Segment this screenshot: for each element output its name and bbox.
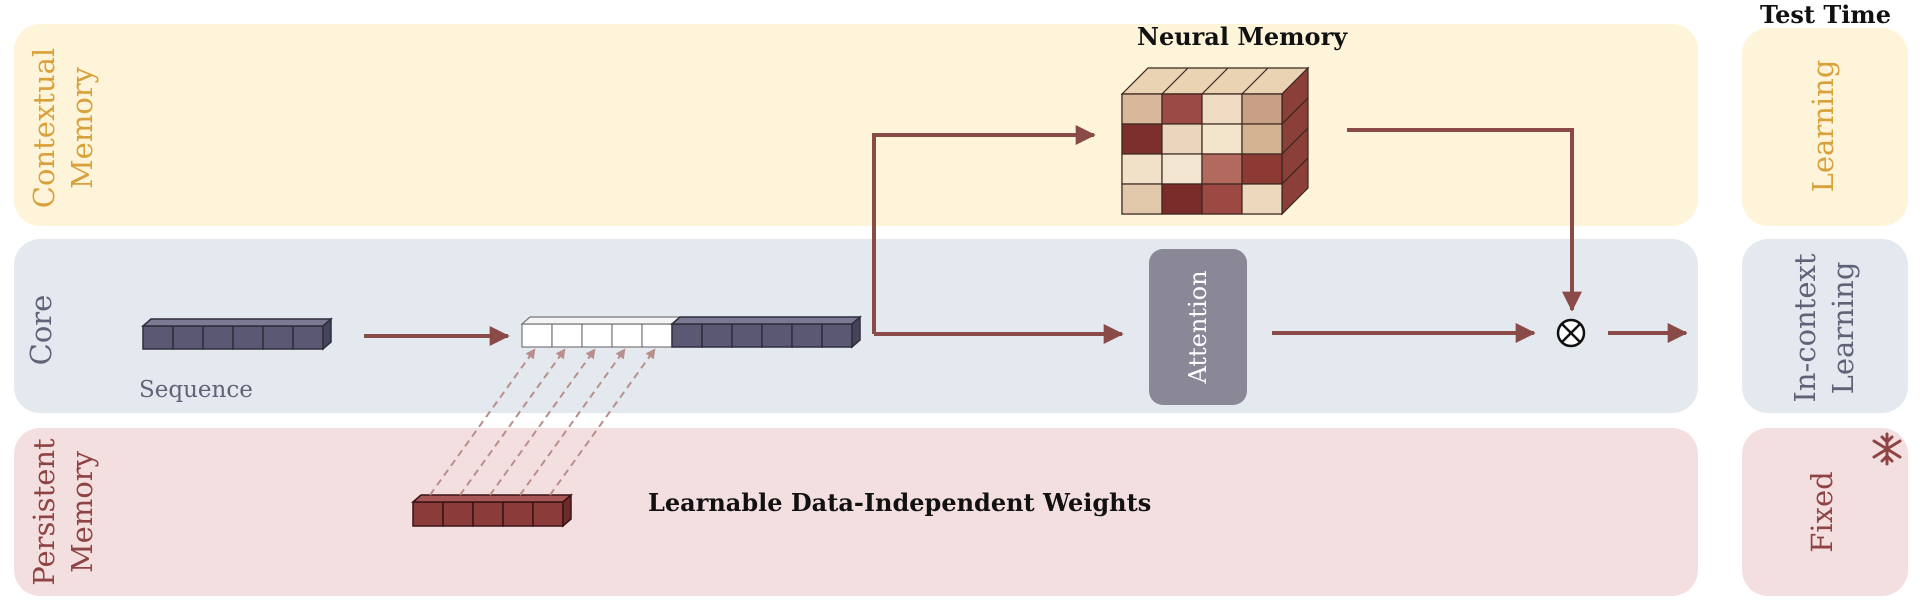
- in-context-learning-side-box: [1742, 239, 1908, 413]
- weights-label: Learnable Data-Independent Weights: [648, 488, 1152, 517]
- sequence-block: [202, 325, 234, 350]
- combined-sequence-blocks: [520, 315, 862, 349]
- sequence-block: [232, 325, 264, 350]
- sequence-block: [172, 325, 204, 350]
- attention-box: [1149, 249, 1247, 405]
- sequence-block: [262, 325, 294, 350]
- memory-to-gate-arrow: [1347, 128, 1582, 312]
- persistent-weight-blocks: [411, 493, 573, 528]
- neural-memory-cube: [1120, 66, 1310, 216]
- persistent-memory-band: [14, 428, 1698, 596]
- circled-times-icon: [1556, 318, 1586, 348]
- sequence-block: [142, 325, 174, 350]
- persistent-token-arrows: [429, 348, 656, 496]
- test-time-header: Test Time: [1760, 0, 1891, 29]
- contextual-memory-band: [14, 24, 1698, 226]
- flow-arrows: [364, 125, 1688, 346]
- sequence-block: [292, 325, 324, 350]
- split-to-memory-arrow: [872, 125, 1096, 334]
- snowflake-icon: [1872, 432, 1902, 466]
- learning-side-box: [1742, 28, 1908, 226]
- neural-memory-title: Neural Memory: [1137, 22, 1348, 51]
- sequence-blocks: [141, 317, 333, 351]
- fixed-side-box: [1742, 428, 1908, 596]
- sequence-label: Sequence: [139, 377, 253, 403]
